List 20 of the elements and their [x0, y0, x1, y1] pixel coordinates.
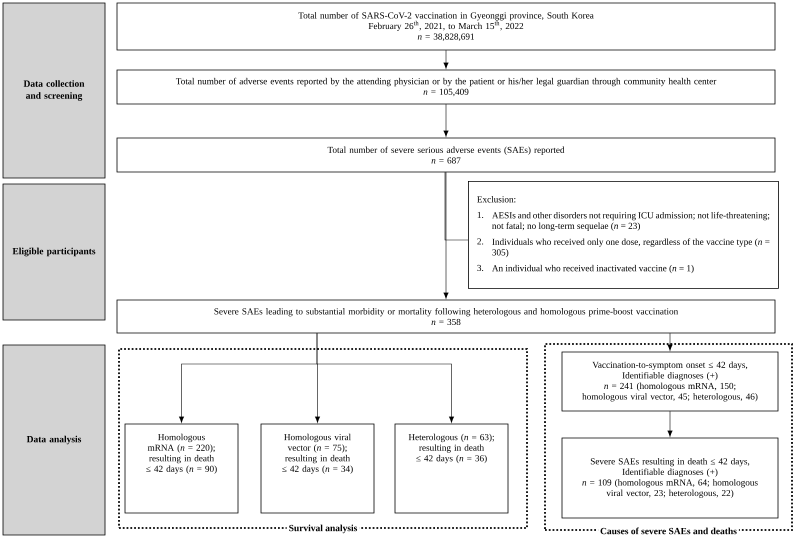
connector-line	[444, 172, 468, 240]
process-box: Vaccination-to-symptom onset ≤ 42 days, Identifiable diagnoses (+) n = 241 (homologous mRNA, 150; homologous viral vector, 45; heterologous, 46)	[562, 352, 778, 412]
arrow	[667, 333, 673, 351]
process-box: Total number of adverse events reported by the attending physician or by the patient or his/her legal guardian through community health center n = 105,409	[116, 70, 776, 104]
stage-label-box: Data analysis	[2, 344, 106, 536]
arrow	[667, 411, 673, 437]
process-box: Total number of SARS-CoV-2 vaccination in Gyeonggi province, South Korea February 26$^{th}$, 2021, to March 15$^{th}$, 2022 n = 38,828,691	[116, 2, 776, 50]
process-box: Severe SAEs leading to substantial morbidity or mortality following heterologous and homologous prime-boost vaccination n = 358	[116, 300, 776, 334]
process-box: Homologous mRNA (n = 220); resulting in death ≤ 42 days (n = 90)	[124, 424, 238, 514]
process-box: Total number of severe serious adverse events (SAEs) reported n = 687	[116, 138, 776, 172]
exclusion-box: Exclusion: 1. AESIs and other disorders not requiring ICU admission; not life-threatening; not fatal; no long-term sequelae (n = 23) 2. Individuals who received only one dose, regardless of the vaccine type (n = 305) 3. An individual who received inactivated vaccine (n = 1)	[468, 181, 779, 289]
stage-label-box: Data collection and screening	[2, 2, 106, 178]
process-box: Heterologous (n = 63); resulting in death ≤ 42 days (n = 36)	[394, 424, 508, 514]
stage-label-box: Eligible participants	[2, 184, 106, 320]
arrow	[444, 172, 449, 299]
arrow	[444, 104, 449, 137]
process-box: Severe SAEs resulting in death ≤ 42 days, Identifiable diagnoses (+) n = 109 (homologous mRNA, 64; homologous viral vector, 23; heterologous, 22)	[562, 438, 778, 518]
process-box: Homologous viral vector (n = 75); resulting in death ≤ 42 days (n = 34)	[260, 424, 374, 514]
arrow	[316, 333, 454, 423]
arrow	[444, 50, 449, 69]
